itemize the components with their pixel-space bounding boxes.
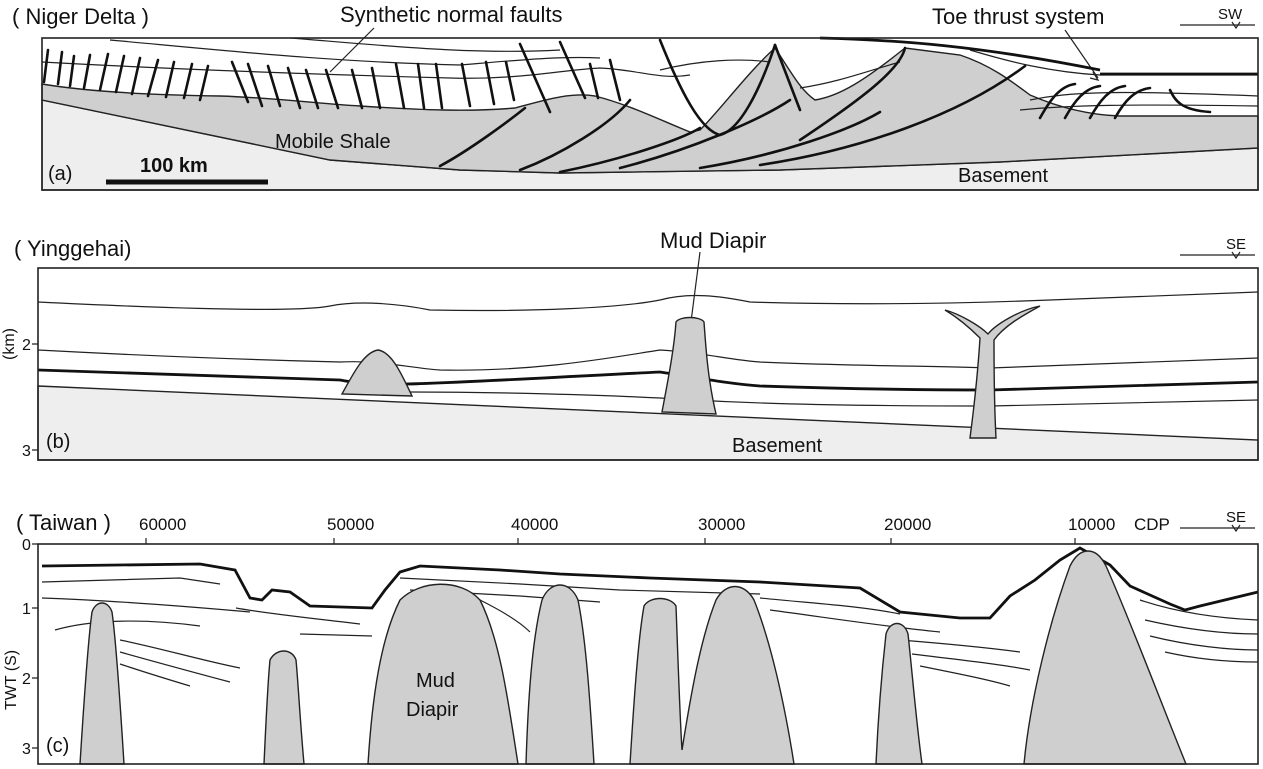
panel-c-cdp-30000: 30000: [698, 515, 745, 534]
panel-c: ( Taiwan ) 60000 50000 40000 30000 20000…: [3, 509, 1259, 765]
panel-a-basement-label: Basement: [958, 165, 1048, 187]
panel-b-tick-3: 3: [22, 443, 31, 460]
panel-b-horizon-3: [37, 368, 1259, 392]
panel-a: ( Niger Delta ) Synthetic normal faults …: [12, 2, 1259, 191]
panel-b-tick-2: 2: [22, 337, 31, 354]
panel-c-diapir-1: [79, 602, 125, 765]
panel-c-diapir-label-line1: Mud: [416, 670, 455, 692]
panel-c-axis-label: TWT (S): [3, 650, 20, 710]
panel-b-horizon-1: [37, 291, 1259, 312]
panel-a-direction-marker: [1231, 21, 1241, 30]
panel-a-horizon-5: [799, 61, 901, 89]
panel-b-diapir-2: [661, 316, 717, 415]
panel-a-fault-set: [42, 40, 622, 114]
panel-b-basement-label: Basement: [732, 435, 822, 457]
panel-b-diapir-label: Mud Diapir: [660, 228, 766, 253]
panel-a-direction-label: SW: [1218, 6, 1243, 23]
panel-c-tick-0: 0: [22, 537, 31, 554]
panel-c-cdp-50000: 50000: [327, 515, 374, 534]
panel-a-graben-fault: [773, 43, 802, 112]
panel-a-seafloor: [819, 36, 1101, 72]
panel-a-mobile-shale: [41, 46, 1259, 174]
panel-c-cdp-20000: 20000: [884, 515, 931, 534]
panel-b-direction-label: SE: [1226, 236, 1246, 253]
panel-c-diapir-4: [525, 584, 595, 765]
panel-a-horizon-8: [1019, 104, 1259, 111]
panel-b-diapir-3: [944, 305, 1041, 439]
panel-c-frame: [37, 543, 1259, 765]
panel-b-direction-marker: [1231, 251, 1241, 260]
panel-b-diapir-1: [340, 349, 414, 397]
panel-a-frame: [41, 37, 1259, 191]
panel-a-listric-5: [698, 110, 882, 170]
panel-a-listric-2: [518, 98, 632, 172]
panel-c-direction-marker: [1231, 524, 1241, 533]
panel-c-cdp-40000: 40000: [511, 515, 558, 534]
panel-b-horizon-4: [409, 391, 1259, 407]
panel-c-diapir-6: [875, 622, 923, 765]
panel-a-region-title: ( Niger Delta ): [12, 4, 149, 29]
panel-c-ticks: [32, 543, 38, 749]
panel-a-toe-thrusts: [1038, 82, 1212, 120]
panel-c-diapir-7: [1023, 550, 1188, 765]
panel-c-direction-label: SE: [1226, 509, 1246, 526]
panel-a-listric-7: [798, 46, 907, 142]
panel-c-tick-3: 3: [22, 741, 31, 758]
panel-b: ( Yinggehai) Mud Diapir SE Basement (b) …: [1, 228, 1259, 461]
panel-c-cdp-60000: 60000: [139, 515, 186, 534]
panel-a-faults-leader: [329, 27, 375, 73]
panel-b-horizon-2: [37, 349, 1259, 371]
panel-a-horizon-7: [1029, 91, 1259, 101]
panel-c-diapir-label-line2: Diapir: [406, 699, 459, 721]
panel-a-listric-6: [758, 64, 1027, 167]
panel-b-axis-label: (km): [1, 328, 18, 360]
panel-b-region-title: ( Yinggehai): [14, 236, 131, 261]
panel-b-ticks: [32, 343, 38, 451]
panel-a-horizon-4: [659, 59, 771, 71]
panel-c-cdp-label: CDP: [1134, 515, 1170, 534]
panel-c-tick-1: 1: [22, 601, 31, 618]
panel-a-letter: (a): [48, 163, 72, 185]
panel-c-region-title: ( Taiwan ): [16, 510, 111, 535]
panel-a-listric-3: [558, 126, 702, 174]
panel-c-letter: (c): [46, 735, 69, 757]
panel-a-listric-1: [438, 106, 527, 168]
panel-b-frame: [37, 267, 1259, 461]
panel-c-cdp-tickmarks: [145, 538, 1076, 544]
panel-c-reflectors: [41, 577, 1259, 687]
panel-c-seafloor: [41, 546, 1259, 620]
panel-c-diapir-3: [367, 583, 519, 765]
panel-a-scale-label: 100 km: [140, 155, 208, 177]
panel-a-central-graben: [658, 38, 777, 137]
panel-c-diapir-5: [629, 585, 795, 765]
panel-c-tick-2: 2: [22, 671, 31, 688]
panel-c-diapir-2: [263, 650, 305, 765]
panel-b-letter: (b): [46, 431, 70, 453]
panel-a-horizon-3: [289, 37, 561, 52]
panel-a-horizon-2: [109, 39, 601, 66]
panel-a-shale-label: Mobile Shale: [275, 131, 391, 153]
panel-c-cdp-10000: 10000: [1068, 515, 1115, 534]
panel-a-faults-label: Synthetic normal faults: [340, 2, 563, 27]
panel-a-horizon-6: [969, 49, 1258, 76]
panel-a-toe-label: Toe thrust system: [932, 4, 1104, 29]
